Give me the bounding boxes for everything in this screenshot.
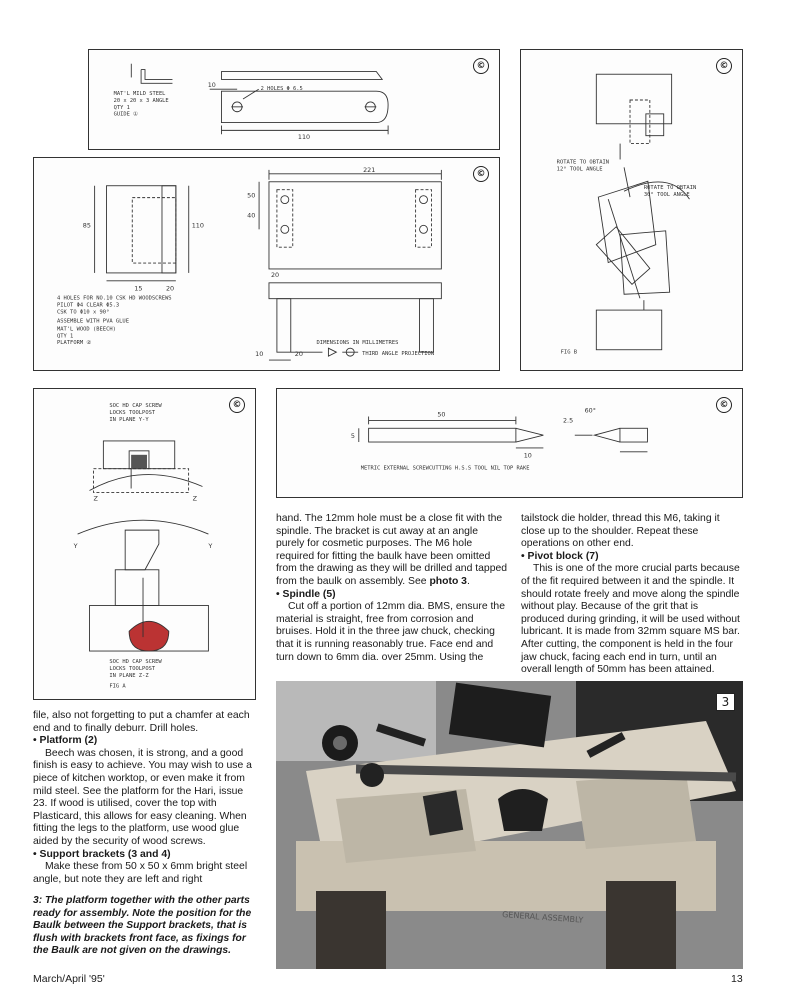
platform-note-line-7: PLATFORM ② xyxy=(57,340,91,346)
guide-note-line-2: 20 x 20 x 3 ANGLE xyxy=(114,98,169,104)
paragraph-file: file, also not forgetting to put a chamf… xyxy=(33,710,250,734)
platform-dim-20c: 20 xyxy=(295,350,303,358)
fig-b-drawing: ROTATE TO OBTAIN 12° TOOL ANGLE ROTATE T… xyxy=(557,73,696,356)
paragraph-platform: Beech was chosen, it is strong, and a go… xyxy=(33,747,252,847)
platform-dim-221: 221 xyxy=(363,166,375,174)
guide-drawing-panel: MAT'L MILD STEEL 20 x 20 x 3 ANGLE QTY 1… xyxy=(88,49,500,150)
platform-dim-40: 40 xyxy=(247,211,255,219)
fig-a-label: FIG A xyxy=(109,684,126,690)
platform-drawing-panel: 221 85 110 15 20 20 50 40 10 20 4 HOLES … xyxy=(33,157,500,371)
projection-note: THIRD ANGLE PROJECTION xyxy=(362,351,434,357)
heading-pivot-block: • Pivot block (7) xyxy=(521,550,599,562)
fig-b-drawing-panel: ROTATE TO OBTAIN 12° TOOL ANGLE ROTATE T… xyxy=(520,49,743,371)
assembly-photo: GENERAL ASSEMBLY 3 xyxy=(276,681,743,969)
fig-a-z-label-right: Z xyxy=(193,494,198,502)
fig-b-rotate-12-line-2: 12° TOOL ANGLE xyxy=(557,166,603,172)
fig-a-y-label-right: Y xyxy=(207,542,212,550)
photo-reference: photo 3 xyxy=(429,575,467,587)
fig-b-rotate-12-line-1: ROTATE TO OBTAIN xyxy=(557,159,609,165)
fig-a-bottom-note-line-1: SOC HD CAP SCREW xyxy=(109,659,162,665)
tool-drawing-panel: 50 5 10 2.5 60° METRIC EXTERNAL SCREWCUT… xyxy=(276,388,743,498)
heading-spindle: • Spindle (5) xyxy=(276,588,336,600)
photo-number: 3 xyxy=(716,693,735,711)
platform-drawing: 221 85 110 15 20 20 50 40 10 20 4 HOLES … xyxy=(57,166,442,361)
fig-a-drawing: SOC HD CAP SCREW LOCKS TOOLPOST IN PLANE… xyxy=(73,403,213,690)
platform-note-line-4: ASSEMBLE WITH PVA GLUE xyxy=(57,318,129,324)
platform-dim-20b: 20 xyxy=(271,271,279,279)
photo-caption: 3: The platform together with the other … xyxy=(33,895,252,957)
copyright-mark: © xyxy=(229,397,245,413)
guide-note-line-4: GUIDE ① xyxy=(114,112,138,118)
guide-note-line-3: QTY 1 xyxy=(114,105,130,111)
article-column-middle: hand. The 12mm hole must be a close fit … xyxy=(276,513,508,664)
issue-date: March/April '95' xyxy=(33,973,105,985)
dimensions-note: DIMENSIONS IN MILLIMETRES xyxy=(317,340,399,346)
fig-a-bottom-note-line-2: LOCKS TOOLPOST xyxy=(109,666,156,672)
platform-dim-85: 85 xyxy=(83,221,91,229)
paragraph-spindle: Cut off a portion of 12mm dia. BMS, ensu… xyxy=(276,601,505,663)
paragraph-bracket: hand. The 12mm hole must be a close fit … xyxy=(276,513,508,587)
copyright-mark: © xyxy=(716,58,732,74)
fig-a-bottom-note-line-3: IN PLANE Z-Z xyxy=(109,673,149,679)
fig-a-top-note-line-1: SOC HD CAP SCREW xyxy=(109,403,162,409)
guide-note-line-1: MAT'L MILD STEEL xyxy=(114,91,166,97)
tool-caption: METRIC EXTERNAL SCREWCUTTING H.S.S TOOL … xyxy=(361,466,530,472)
article-column-right: tailstock die holder, thread this M6, ta… xyxy=(521,513,743,677)
platform-note-line-3: CSK TO Φ10 x 90° xyxy=(57,310,109,316)
guide-dim-10: 10 xyxy=(208,81,216,89)
platform-dim-50: 50 xyxy=(247,192,255,200)
platform-note-line-5: MAT'L WOOD (BEECH) xyxy=(57,326,116,332)
fig-a-z-label-left: Z xyxy=(93,494,98,502)
platform-dim-15: 15 xyxy=(134,285,142,293)
article-column-left: file, also not forgetting to put a chamf… xyxy=(33,710,258,958)
platform-dim-10: 10 xyxy=(255,350,263,358)
heading-platform: • Platform (2) xyxy=(33,735,98,747)
copyright-mark: © xyxy=(473,58,489,74)
tool-dim-5: 5 xyxy=(351,432,355,440)
platform-dim-20a: 20 xyxy=(166,285,174,293)
fig-a-top-note-line-2: LOCKS TOOLPOST xyxy=(109,410,156,416)
heading-support-brackets: • Support brackets (3 and 4) xyxy=(33,848,171,860)
fig-a-top-note-line-3: IN PLANE Y-Y xyxy=(109,417,149,423)
copyright-mark: © xyxy=(716,397,732,413)
platform-dim-110: 110 xyxy=(192,221,204,229)
platform-note-line-2: PILOT Φ4 CLEAR Φ5.3 xyxy=(57,303,119,309)
paragraph-pivot-block: This is one of the more crucial parts be… xyxy=(521,563,740,676)
tool-angle-60: 60° xyxy=(585,407,596,415)
assembly-photo-image: GENERAL ASSEMBLY xyxy=(276,681,743,969)
copyright-mark: © xyxy=(473,166,489,182)
fig-a-y-label-left: Y xyxy=(73,542,78,550)
fig-b-rotate-30-line-2: 30° TOOL ANGLE xyxy=(644,192,690,198)
tool-dim-50: 50 xyxy=(437,410,445,418)
page-number: 13 xyxy=(731,973,743,985)
guide-dim-110: 110 xyxy=(298,133,310,141)
guide-drawing: MAT'L MILD STEEL 20 x 20 x 3 ANGLE QTY 1… xyxy=(114,63,389,141)
platform-note-line-6: QTY 1 xyxy=(57,333,73,339)
guide-holes-label: 2 HOLES Φ 6.5 xyxy=(261,86,303,92)
fig-a-drawing-panel: SOC HD CAP SCREW LOCKS TOOLPOST IN PLANE… xyxy=(33,388,256,700)
tool-dim-2-5: 2.5 xyxy=(563,416,573,424)
paragraph-support-brackets: Make these from 50 x 50 x 6mm bright ste… xyxy=(33,861,248,885)
fig-b-label: FIG B xyxy=(561,350,578,356)
paragraph-tailstock: tailstock die holder, thread this M6, ta… xyxy=(521,513,720,550)
tool-drawing: 50 5 10 2.5 60° METRIC EXTERNAL SCREWCUT… xyxy=(351,407,648,472)
tool-dim-10: 10 xyxy=(524,452,532,460)
fig-b-rotate-30-line-1: ROTATE TO OBTAIN xyxy=(644,185,696,191)
platform-note-line-1: 4 HOLES FOR NO.10 CSK HD WOODSCREWS xyxy=(57,296,172,302)
